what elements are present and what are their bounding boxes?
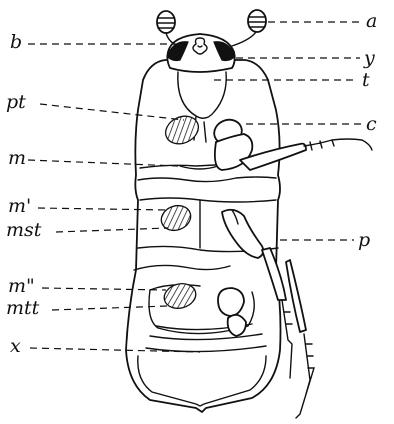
label-b: b [10, 31, 22, 53]
label-c: c [366, 113, 377, 135]
hind-tarsus [296, 334, 314, 418]
antenna-left [157, 11, 175, 33]
label-x: x [10, 335, 21, 357]
antenna-left-stalk [166, 33, 174, 44]
hind-tibia [286, 260, 306, 332]
label-m-double-prime: m" [8, 275, 35, 297]
label-y: y [363, 47, 375, 69]
body-outline [126, 60, 281, 412]
hind-femur [228, 315, 246, 336]
hind-coxa [218, 288, 244, 316]
front-tarsus [304, 139, 372, 150]
label-m: m [8, 147, 26, 169]
label-a: a [366, 10, 377, 32]
antenna-right [248, 10, 266, 32]
label-m-prime: m' [8, 195, 31, 217]
label-mst: mst [6, 219, 42, 241]
label-p: p [358, 229, 370, 251]
beetle-body [126, 10, 281, 412]
label-t: t [362, 69, 370, 91]
label-pt: pt [6, 91, 26, 113]
middle-tarsus [282, 300, 292, 378]
label-mtt: mtt [6, 297, 40, 319]
antenna-right-stalk [232, 32, 256, 46]
